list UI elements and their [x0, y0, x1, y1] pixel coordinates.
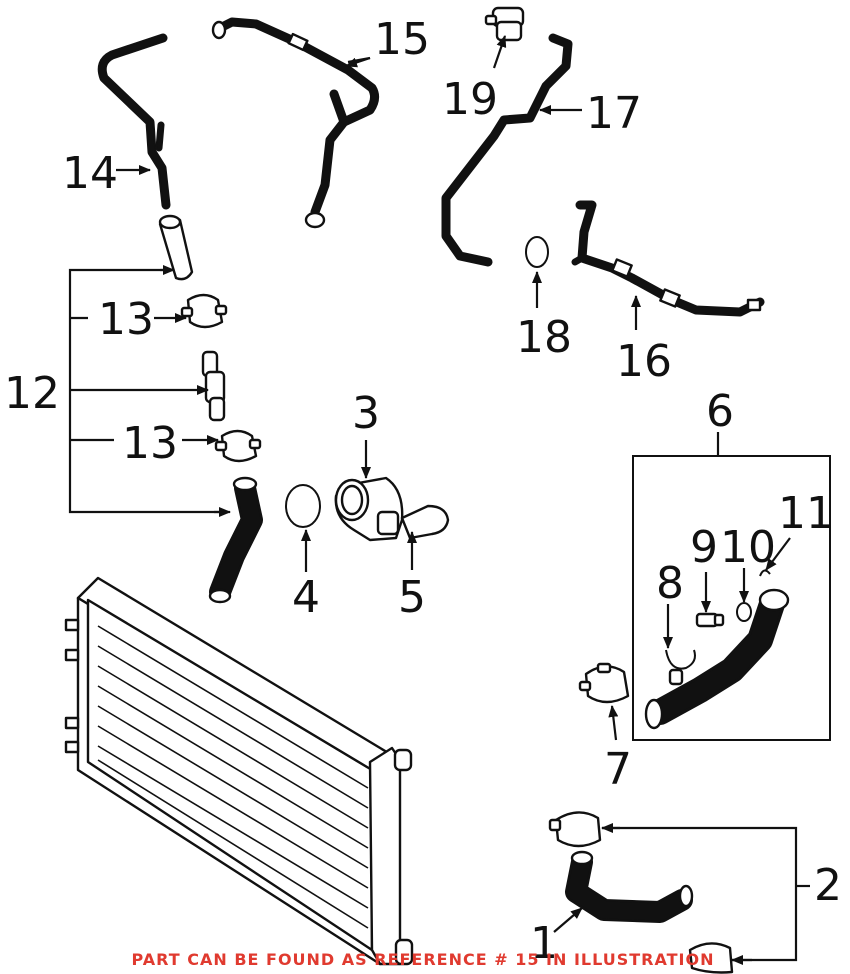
- label-1: 1: [530, 918, 558, 969]
- label-8: 8: [656, 558, 684, 609]
- reference-banner: PART CAN BE FOUND AS REFERENCE # 15 IN I…: [132, 950, 715, 969]
- label-11: 11: [778, 488, 834, 539]
- label-4: 4: [292, 572, 320, 623]
- clip-8: [665, 649, 696, 686]
- label-6: 6: [706, 386, 734, 437]
- thermostat-housing-3: [334, 476, 404, 542]
- label-10: 10: [720, 522, 776, 573]
- hose-clamp-2-upper: [548, 811, 602, 848]
- label-13-upper: 13: [98, 294, 154, 345]
- seal-10: [736, 602, 752, 622]
- hose-clamp-13-upper: [180, 293, 228, 329]
- label-19: 19: [442, 74, 498, 125]
- hose-clamp-19: [484, 6, 525, 42]
- label-9: 9: [690, 522, 718, 573]
- pipe-5: [400, 504, 450, 540]
- hose-1: [565, 850, 694, 923]
- label-16: 16: [616, 336, 672, 387]
- sensor-9: [695, 612, 725, 628]
- hose-pipe-12-upper: [158, 214, 194, 281]
- kit-box-6: [632, 455, 831, 741]
- label-17: 17: [586, 88, 642, 139]
- label-13-lower: 13: [122, 418, 178, 469]
- hose-clamp-13-lower: [214, 429, 262, 463]
- o-ring-18: [525, 236, 549, 268]
- clip-11: [759, 569, 771, 577]
- coolant-hose-17: [441, 33, 573, 267]
- hose-6: [644, 588, 790, 730]
- o-ring-4: [285, 484, 321, 528]
- label-5: 5: [398, 572, 426, 623]
- hose-12-lower: [208, 476, 263, 604]
- leader-lines: [68, 35, 810, 965]
- coolant-hose-14: [97, 33, 171, 210]
- radiator: [64, 576, 414, 966]
- coolant-hose-15: [211, 17, 380, 229]
- connector-pipe-12: [201, 350, 226, 422]
- label-18: 18: [516, 312, 572, 363]
- hose-clamp-2-lower: [688, 942, 734, 974]
- coolant-hose-16: [571, 200, 765, 317]
- label-12: 12: [4, 368, 60, 419]
- label-2: 2: [814, 860, 842, 911]
- label-3: 3: [352, 388, 380, 439]
- label-14: 14: [62, 148, 118, 199]
- label-7: 7: [604, 744, 632, 795]
- hose-clamp-7: [578, 662, 630, 704]
- label-15: 15: [374, 14, 430, 65]
